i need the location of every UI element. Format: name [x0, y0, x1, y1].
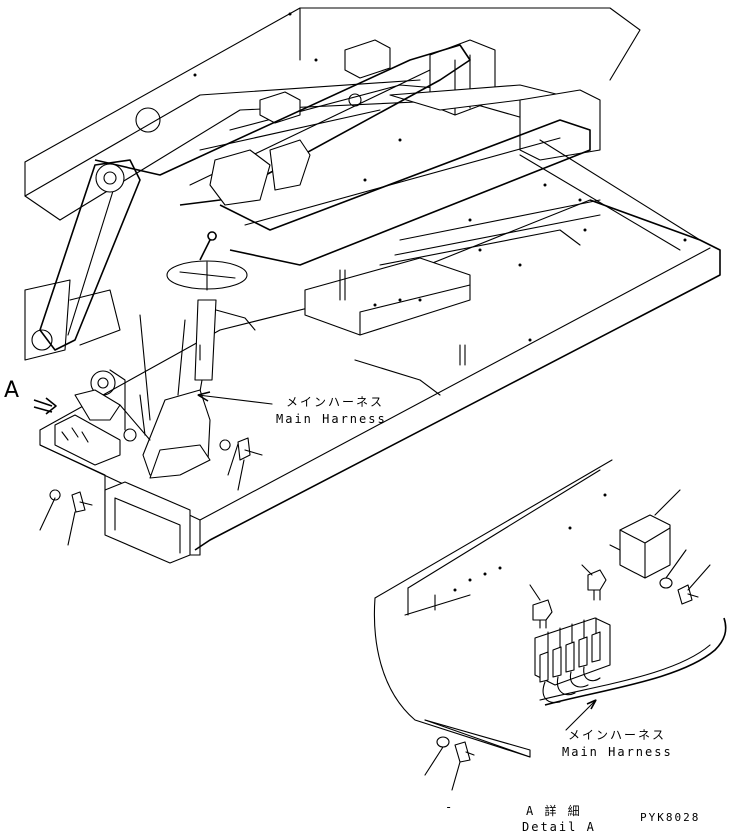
view-arrow-icon: [33, 397, 57, 415]
detail-a-assembly: [373, 459, 727, 791]
harness-upper-label-en: Main Harness: [276, 412, 387, 426]
main-frame-assembly: [24, 7, 721, 564]
view-arrow-letter: A: [4, 378, 20, 403]
dash-mark: -: [445, 800, 453, 814]
drawing-code: PYK8028: [640, 811, 701, 824]
harness-lower-label-jp: メインハーネス: [568, 728, 667, 742]
harness-upper-label-jp: メインハーネス: [286, 395, 385, 409]
harness-lower-label-en: Main Harness: [562, 745, 673, 759]
detail-label-en: Detail A: [522, 820, 596, 834]
detail-label-jp: A 詳 細: [526, 804, 582, 818]
